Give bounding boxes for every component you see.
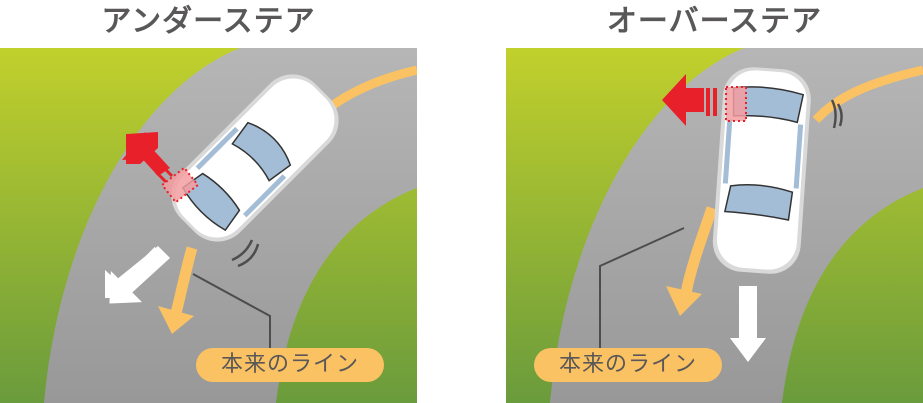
orange-line-arrow (680, 206, 718, 295)
front-tire-highlight (160, 166, 200, 204)
rear-tire-highlight (725, 86, 747, 122)
red-arrow-left (662, 74, 717, 126)
understeer-illustration (0, 48, 417, 403)
ideal-line-label: 本来のライン (534, 348, 722, 382)
oversteer-illustration (506, 48, 923, 403)
oversteer-title: オーバーステア (606, 4, 823, 39)
oversteer-panel: 本来のライン (506, 48, 923, 403)
understeer-title: アンダーステア (101, 4, 316, 39)
car-understeer (171, 74, 339, 242)
orange-ideal-line (812, 65, 923, 124)
rear-window (181, 172, 241, 232)
windshield (723, 184, 794, 221)
orange-line-arrow (170, 246, 198, 315)
ideal-line-label: 本来のライン (196, 348, 384, 382)
white-arrow-down (730, 286, 766, 362)
understeer-panel: 本来のライン (0, 48, 417, 403)
leader-line (599, 227, 685, 350)
windshield (231, 121, 292, 182)
red-arrow-up-left (122, 132, 174, 184)
skid-marks (830, 99, 843, 129)
leader-line (192, 273, 271, 350)
rear-window (732, 86, 805, 124)
skid-marks (231, 239, 260, 268)
